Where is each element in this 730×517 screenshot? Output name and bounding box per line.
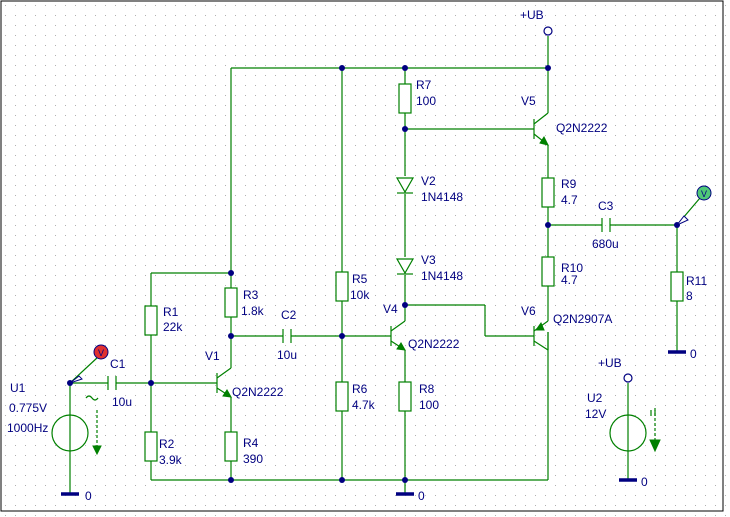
capacitor-c1[interactable]: C1 10u — [107, 357, 132, 409]
r2-name: R2 — [159, 437, 175, 451]
r11-value: 8 — [686, 289, 693, 303]
transistor-v6[interactable]: V6 Q2N2907A — [521, 304, 612, 351]
v1-name: V1 — [205, 349, 220, 363]
v2-part: 1N4148 — [421, 190, 463, 204]
r2-value: 3.9k — [159, 453, 183, 467]
v3-name: V3 — [421, 253, 436, 267]
u1-frequency: 1000Hz — [7, 421, 48, 435]
v2-name: V2 — [421, 174, 436, 188]
capacitor-c3[interactable]: C3 680u — [592, 199, 619, 251]
u1-amplitude: 0.775V — [9, 401, 47, 415]
capacitor-c2[interactable]: C2 10u — [277, 308, 297, 362]
dc-source-u2[interactable]: U2 12V — [585, 391, 661, 453]
r4-value: 390 — [243, 452, 263, 466]
ground-label: 0 — [418, 489, 425, 503]
supply-label-u2: +UB — [598, 356, 622, 370]
r1-name: R1 — [163, 305, 179, 319]
resistor-r4[interactable]: R4 390 — [224, 431, 263, 466]
resistor-r6[interactable]: R6 4.7k — [335, 381, 376, 412]
r11-name: R11 — [686, 274, 707, 288]
diode-v3[interactable]: V3 1N4148 — [395, 253, 463, 283]
r7-value: 100 — [416, 94, 436, 108]
wires — [69, 36, 701, 494]
c2-name: C2 — [281, 308, 297, 322]
resistor-r5[interactable]: R5 10k — [335, 271, 370, 302]
transistor-v1[interactable]: V1 Q2N2222 — [205, 349, 284, 399]
u1-name: U1 — [10, 381, 26, 395]
r9-name: R9 — [561, 177, 577, 191]
v5-name: V5 — [521, 94, 536, 108]
r1-value: 22k — [163, 320, 183, 334]
resistor-r8[interactable]: R8 100 — [398, 381, 439, 412]
voltage-probe-output[interactable]: V — [676, 185, 712, 226]
r5-value: 10k — [350, 288, 370, 302]
resistor-r10[interactable]: R10 4.7 — [541, 256, 583, 287]
r10-value: 4.7 — [561, 273, 578, 287]
r3-value: 1.8k — [241, 304, 265, 318]
transistor-v5[interactable]: V5 Q2N2222 — [521, 94, 608, 146]
ground-main: 0 — [396, 489, 425, 503]
r8-name: R8 — [419, 382, 435, 396]
u2-voltage: 12V — [585, 407, 606, 421]
transistor-v4[interactable]: V4 Q2N2222 — [383, 302, 460, 351]
c2-value: 10u — [277, 348, 297, 362]
r3-name: R3 — [243, 288, 259, 302]
probe-input-label: V — [98, 348, 104, 358]
ground-u2: 0 — [619, 475, 648, 489]
voltage-probe-input[interactable]: V — [69, 344, 109, 384]
ground-r11: 0 — [668, 347, 697, 361]
v1-part: Q2N2222 — [232, 385, 284, 399]
supply-label-main: +UB — [520, 8, 544, 22]
v6-name: V6 — [521, 304, 536, 318]
r6-name: R6 — [352, 382, 368, 396]
v5-part: Q2N2222 — [556, 121, 608, 135]
supply-terminal-main[interactable]: +UB — [520, 8, 553, 36]
ground-label: 0 — [85, 489, 92, 503]
ground-label: 0 — [641, 475, 648, 489]
supply-terminal-u2[interactable]: +UB — [598, 356, 633, 383]
c1-name: C1 — [110, 357, 126, 371]
diode-v2[interactable]: V2 1N4148 — [395, 174, 463, 204]
resistor-r2[interactable]: R2 3.9k — [144, 431, 183, 467]
resistor-r11[interactable]: R11 8 — [670, 271, 707, 303]
r6-value: 4.7k — [352, 398, 376, 412]
v6-part: Q2N2907A — [553, 312, 612, 326]
signal-source-u1[interactable]: U1 0.775V 1000Hz — [7, 381, 102, 456]
resistor-r3[interactable]: R3 1.8k — [224, 287, 265, 318]
v3-part: 1N4148 — [421, 269, 463, 283]
r9-value: 4.7 — [561, 193, 578, 207]
v4-name: V4 — [383, 302, 398, 316]
c3-value: 680u — [592, 237, 619, 251]
resistor-r7[interactable]: R7 100 — [398, 78, 436, 114]
probe-output-label: V — [701, 189, 707, 199]
r10-name: R10 — [561, 261, 583, 275]
r5-name: R5 — [352, 272, 368, 286]
c1-value: 10u — [112, 395, 132, 409]
c3-name: C3 — [598, 199, 614, 213]
v4-part: Q2N2222 — [408, 337, 460, 351]
r8-value: 100 — [419, 398, 439, 412]
ground-label: 0 — [690, 347, 697, 361]
r4-name: R4 — [243, 436, 259, 450]
resistor-r9[interactable]: R9 4.7 — [541, 177, 578, 208]
resistor-r1[interactable]: R1 22k — [144, 305, 183, 336]
u2-name: U2 — [587, 391, 603, 405]
r7-name: R7 — [416, 78, 432, 92]
ground-u1: 0 — [61, 489, 92, 503]
